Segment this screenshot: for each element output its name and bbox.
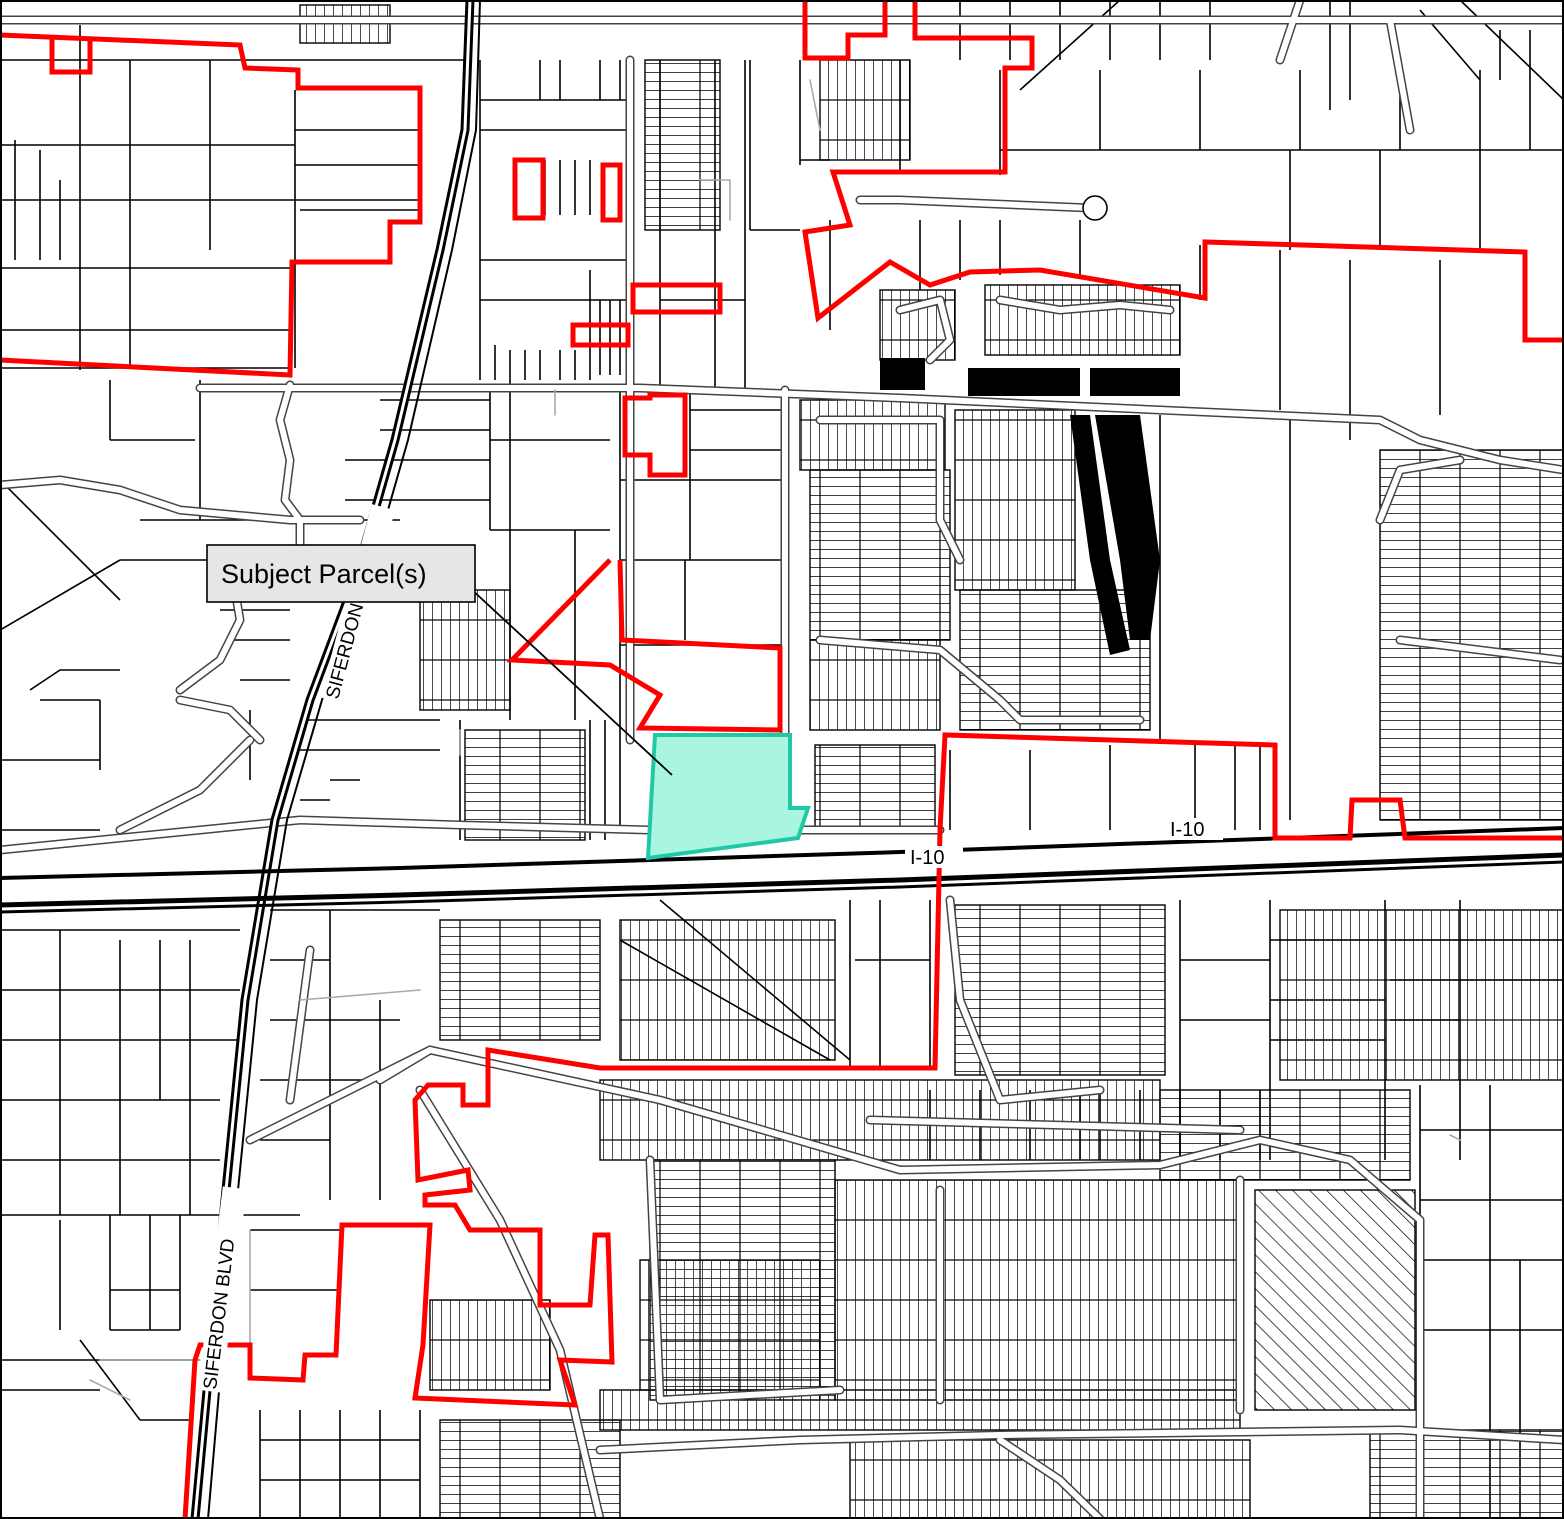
callout-leader bbox=[469, 587, 673, 776]
i10-eastbound-label: I-10 bbox=[1170, 819, 1204, 841]
highway-labels: I-10 I-10 bbox=[905, 818, 1223, 869]
subdivision-lots bbox=[299, 4, 1564, 1519]
callout-label: Subject Parcel(s) bbox=[221, 559, 427, 589]
callout-box bbox=[206, 544, 476, 603]
subject-parcel[interactable] bbox=[645, 733, 811, 861]
i10-freeway bbox=[0, 826, 1564, 914]
subject-callout: Subject Parcel(s) bbox=[206, 544, 673, 776]
i10-westbound-label: I-10 bbox=[910, 847, 944, 869]
townhome-blocks bbox=[880, 358, 1180, 655]
